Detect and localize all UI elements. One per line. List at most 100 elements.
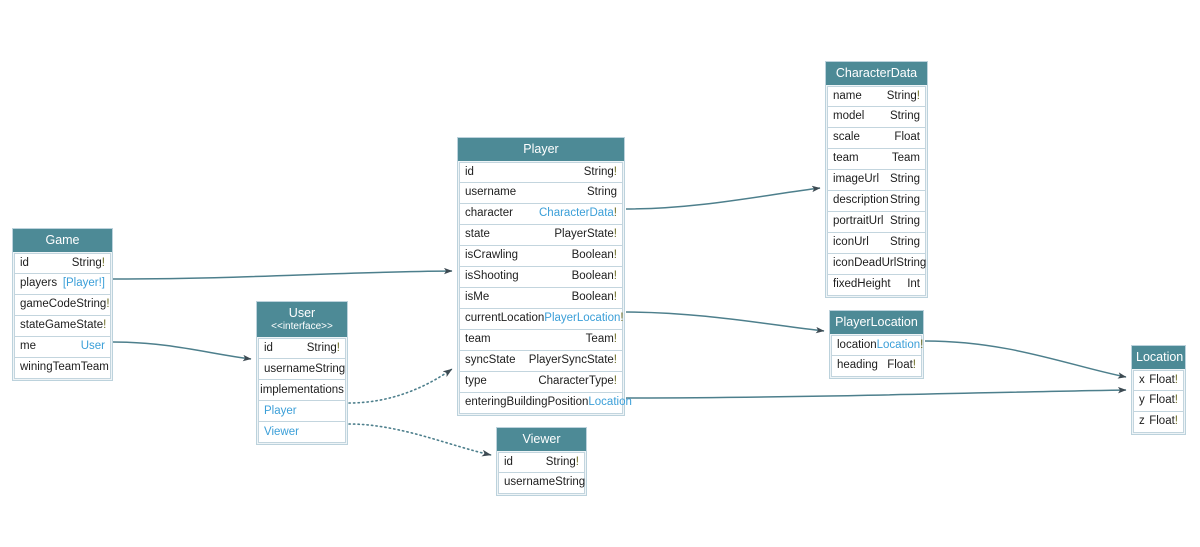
field-type: Float <box>894 128 920 147</box>
field-name: players <box>20 277 58 289</box>
field-type: PlayerSyncState! <box>529 351 617 370</box>
field-name: fixedHeight <box>833 278 891 290</box>
entity-stereotype: <<interface>> <box>271 320 333 332</box>
field-type: Team <box>81 358 109 377</box>
required-marker: ! <box>613 291 617 303</box>
field-type[interactable]: Location! <box>877 336 924 355</box>
field-name: id <box>504 455 513 468</box>
field-name: isCrawling <box>465 249 519 261</box>
field-name: iconDeadUrl <box>833 257 897 269</box>
field-type[interactable]: User <box>81 337 105 356</box>
field-type[interactable]: CharacterData! <box>539 204 617 223</box>
field-type-text: GameState <box>44 319 104 331</box>
field-type: String! <box>546 453 579 472</box>
field-type[interactable]: [Player!] <box>63 274 105 293</box>
field-row[interactable]: players [Player!] <box>14 273 111 295</box>
field-type-text: Boolean <box>571 249 614 261</box>
entity-header-characterdata: CharacterData <box>826 62 927 85</box>
implementation-link[interactable]: Viewer <box>258 422 346 443</box>
field-type: Team <box>892 149 920 168</box>
field-type-text: String <box>315 362 346 375</box>
field-type-text: String <box>889 236 920 248</box>
required-marker: ! <box>916 89 920 102</box>
field-type-text: String <box>886 89 917 102</box>
entity-header-player: Player <box>458 138 624 161</box>
field-type-text: String <box>76 298 107 310</box>
required-marker: ! <box>1174 394 1178 406</box>
field-name: z <box>1139 415 1145 427</box>
required-marker: ! <box>613 249 617 261</box>
field-type: String! <box>307 339 340 358</box>
field-type: String! <box>72 254 105 273</box>
field-type-text: Boolean <box>571 291 614 303</box>
field-name: id <box>465 165 474 178</box>
field-type-text: Team <box>891 152 920 164</box>
entity-title: User <box>288 306 316 320</box>
field-name: heading <box>837 359 878 371</box>
field-name: scale <box>833 131 860 143</box>
field-name: imageUrl <box>833 173 880 185</box>
field-type-text: Location <box>876 338 921 351</box>
field-type: PlayerState! <box>554 225 617 244</box>
field-type: Boolean! <box>572 288 617 307</box>
field-type[interactable]: Location <box>588 393 631 412</box>
field-name: iconUrl <box>833 236 869 248</box>
field-type[interactable]: PlayerLocation! <box>544 309 623 328</box>
field-row: fixedHeight Int <box>827 274 926 296</box>
edge-game-players-to-player <box>112 267 453 280</box>
field-name: portraitUrl <box>833 215 884 227</box>
field-name: enteringBuildingPosition <box>465 396 589 408</box>
field-type: Float! <box>1149 412 1178 431</box>
field-name: username <box>504 476 556 488</box>
field-type-text: String <box>555 476 586 488</box>
required-marker: ! <box>101 256 105 269</box>
entity-header-user: User<<interface>> <box>257 302 347 337</box>
edge-user-implements-player <box>348 368 453 404</box>
field-type: String <box>890 212 920 231</box>
entity-title: Game <box>45 233 80 247</box>
field-type-text: PlayerSyncState <box>528 354 614 366</box>
edge-game-me-to-user <box>112 341 252 362</box>
field-type-text: CharacterType <box>538 375 614 387</box>
field-type-text: String <box>889 194 920 206</box>
edge-user-implements-viewer <box>348 423 492 457</box>
field-type: String <box>890 107 920 126</box>
field-type-text: Int <box>907 278 920 290</box>
field-name: winingTeam <box>20 361 81 373</box>
field-name: username <box>264 362 316 375</box>
field-type-text: Float <box>894 131 920 143</box>
field-name: Viewer <box>264 425 299 438</box>
field-type-text: [Player!] <box>62 277 105 289</box>
required-marker: ! <box>575 455 579 468</box>
implementation-link[interactable]: Player <box>258 401 346 422</box>
entity-title: PlayerLocation <box>835 315 918 329</box>
field-type-text: String <box>71 256 102 269</box>
